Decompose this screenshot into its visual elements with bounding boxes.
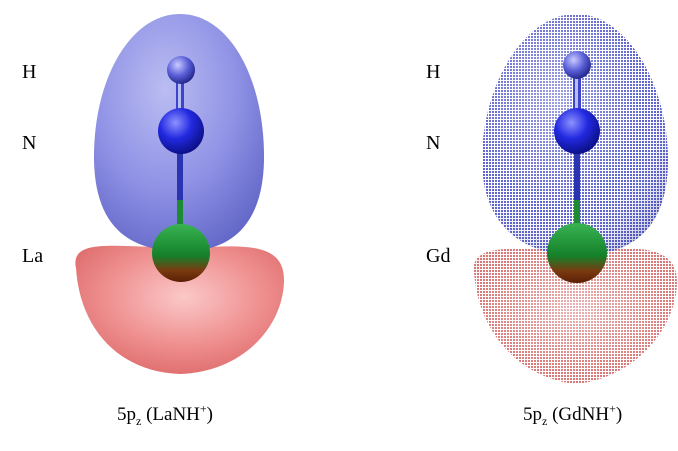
bond-n-metal bbox=[177, 148, 183, 232]
orbital-lanh-figure bbox=[75, 14, 285, 374]
atom-h bbox=[563, 51, 591, 79]
orbital-lobe-lower bbox=[75, 245, 285, 374]
caption-gdnh: 5pz (GdNH+) bbox=[523, 401, 623, 428]
atom-n bbox=[554, 108, 600, 154]
atom-metal bbox=[547, 223, 607, 283]
atom-label-h-right: H bbox=[426, 61, 441, 83]
atom-label-n-left: N bbox=[22, 132, 37, 154]
orbital-gdnh-figure bbox=[473, 14, 678, 384]
atom-n bbox=[158, 108, 204, 154]
atom-label-metal-left: La bbox=[22, 245, 44, 267]
atom-h bbox=[167, 56, 195, 84]
bond-n-metal bbox=[574, 150, 580, 234]
atom-label-metal-right: Gd bbox=[426, 245, 451, 267]
atom-label-h-left: H bbox=[22, 61, 37, 83]
atom-label-n-right: N bbox=[426, 132, 441, 154]
caption-lanh: 5pz (LaNH+) bbox=[117, 401, 213, 428]
atom-metal bbox=[152, 224, 210, 282]
